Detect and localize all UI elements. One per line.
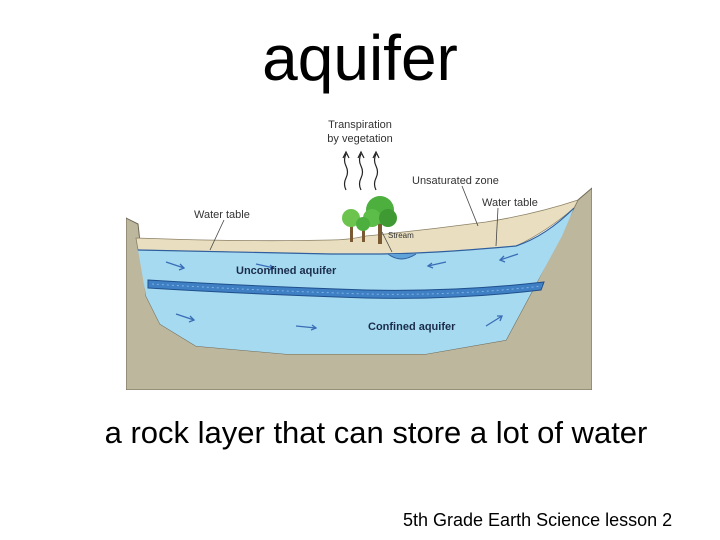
aquifer-diagram: Transpiration by vegetation Unsaturated … [126,119,592,390]
label-unsaturated-zone: Unsaturated zone [412,175,499,187]
label-stream: Stream [388,231,414,240]
label-transpiration-line2: by vegetation [327,133,392,145]
vegetation [342,196,397,244]
leader-lines [209,185,499,253]
slide-title: aquifer [262,22,458,94]
transpiration-arrows [342,150,380,191]
stream-channel [387,253,417,260]
confining-layer [147,279,545,299]
label-unconfined-aquifer: Unconfined aquifer [236,265,337,277]
flow-arrows [165,253,519,331]
groundwater [138,208,574,354]
label-confined-aquifer: Confined aquifer [368,321,456,333]
label-transpiration-line1: Transpiration [328,119,392,131]
slide-footer: 5th Grade Earth Science lesson 2 [403,510,673,530]
slide-caption: a rock layer that can store a lot of wat… [104,415,648,450]
water-table-line [137,207,575,255]
label-water-table-left: Water table [194,209,250,221]
label-water-table-right: Water table [482,197,538,209]
